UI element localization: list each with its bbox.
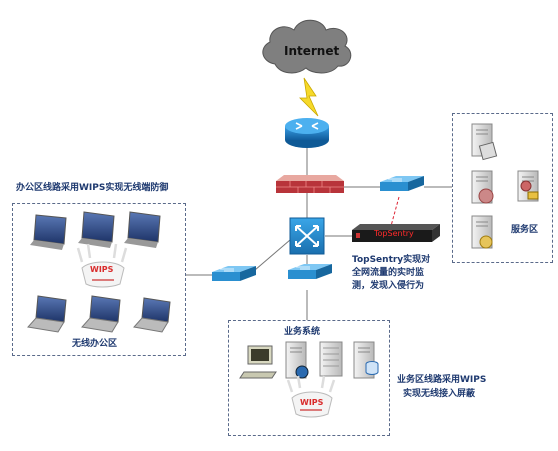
- laptop-icon: [27, 295, 67, 333]
- topsentry-device-label: TopSentry: [374, 229, 414, 238]
- topsentry-device-icon: [352, 224, 440, 242]
- business-note-line2: 实现无线接入屏蔽: [403, 389, 476, 399]
- server-area-label: 服务区: [511, 225, 539, 235]
- internet-cloud-icon: [262, 19, 352, 74]
- network-links: [186, 140, 452, 320]
- topsentry-note-line2: 全网流量的实时监: [352, 268, 425, 278]
- server-zone: [452, 113, 553, 263]
- database-server-icon: [353, 341, 379, 379]
- business-server-icon: [285, 341, 309, 379]
- topsentry-note-line1: TopSentry实现对: [352, 255, 431, 265]
- switch-office-icon: [212, 266, 256, 281]
- office-zone: [12, 203, 186, 356]
- wips-access-point-icon: [76, 243, 128, 288]
- server-tower-icon: [471, 170, 494, 204]
- internet-label: Internet: [284, 44, 340, 58]
- switch-server-icon: [380, 176, 424, 191]
- switch-business-icon: [288, 264, 332, 279]
- wireless-monitor-icon: [30, 214, 67, 250]
- router-icon: [285, 118, 329, 148]
- wireless-monitor-icon: [78, 211, 115, 248]
- business-title: 业务系统: [284, 327, 321, 337]
- wips-access-point-icon: [286, 375, 336, 418]
- business-ap-label: WIPS: [300, 398, 324, 407]
- lightning-icon: [299, 77, 319, 117]
- firewall-icon: [276, 175, 344, 193]
- business-note-line1: 业务区线路采用WIPS: [397, 375, 487, 385]
- wireless-monitor-icon: [124, 211, 161, 248]
- office-area-label: 无线办公区: [72, 339, 118, 349]
- office-ap-label: WIPS: [90, 265, 114, 274]
- server-tower-icon: [517, 170, 539, 202]
- laptop-icon: [133, 297, 171, 333]
- business-server-icon: [319, 341, 343, 377]
- laptop-icon: [81, 295, 121, 333]
- workstation-icon: [239, 345, 277, 379]
- server-tower-icon: [471, 215, 493, 249]
- core-switch-icon: [289, 217, 325, 255]
- server-tower-icon: [471, 123, 498, 161]
- office-title: 办公区线路采用WIPS实现无线端防御: [16, 183, 169, 193]
- business-zone: [228, 320, 390, 436]
- monitor-link: [390, 196, 400, 227]
- topsentry-note-line3: 测，发现入侵行为: [352, 281, 425, 291]
